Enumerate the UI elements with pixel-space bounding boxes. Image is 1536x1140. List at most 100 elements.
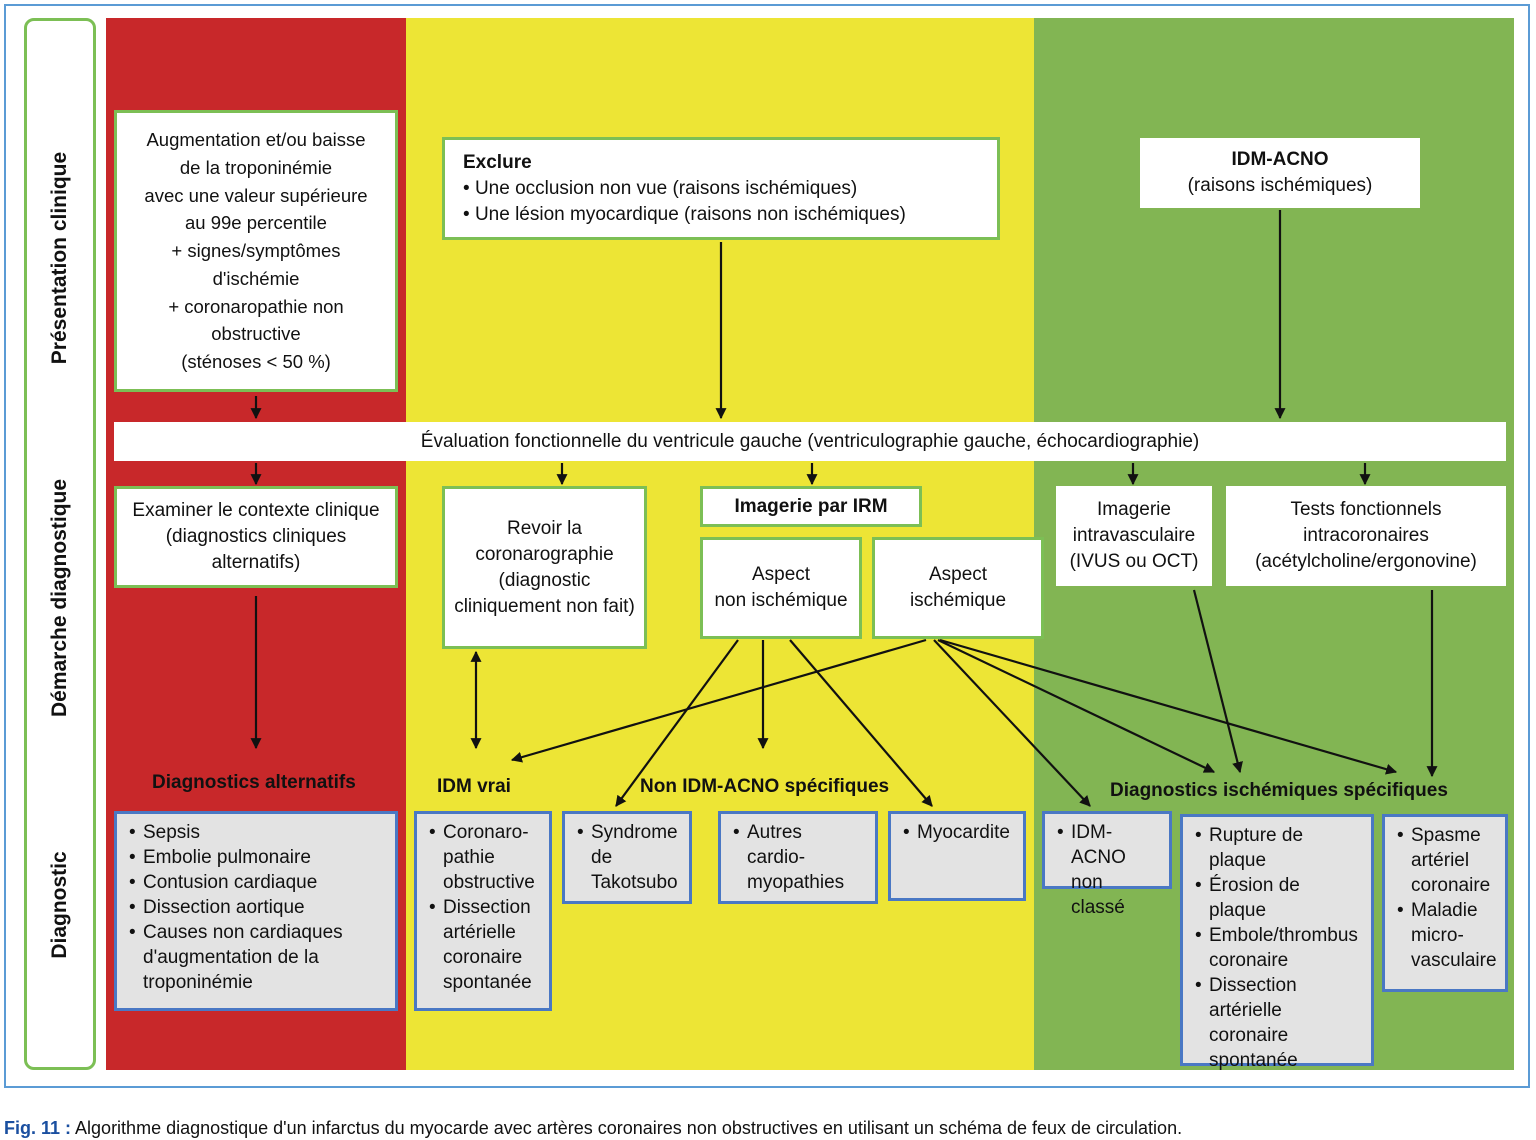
item-line: Spasme [1411, 825, 1481, 846]
heading-diagnostics-alternatifs: Diagnostics alternatifs [152, 772, 356, 793]
intravasculaire-box: Imagerie intravasculaire (IVUS ou OCT) [1056, 486, 1212, 586]
aspect-non-line: Aspect [751, 564, 811, 585]
contexte-line: Examiner le contexte clinique [132, 500, 380, 521]
contexte-line: alternatifs) [211, 552, 301, 573]
item-line: de [591, 847, 613, 868]
item-line: coronaire [1411, 875, 1491, 896]
arrow [933, 639, 1091, 807]
item-line: pathie [443, 847, 495, 868]
item-line: non classé [1071, 872, 1125, 918]
arrow [939, 638, 1398, 775]
item-line: Dissection [443, 897, 531, 918]
aspect-ischemique-box: Aspect ischémique [872, 537, 1044, 639]
list-item: Embolie pulmonaire [129, 845, 385, 870]
item-line: Érosion de [1209, 875, 1300, 896]
item-line: myopathies [747, 872, 845, 893]
item-line: IDM-ACNO [1071, 822, 1126, 868]
item-line: Takotsubo [591, 872, 678, 893]
irm-label: Imagerie par IRM [734, 495, 888, 517]
revoir-line: Revoir la [507, 517, 582, 539]
intravasc-line: Imagerie [1097, 499, 1171, 520]
exclure-title: Exclure [463, 151, 532, 173]
exclure-item: • Une lésion myocardique (raisons non is… [463, 203, 906, 225]
exclure-box: Exclure • Une occlusion non vue (raisons… [442, 137, 1000, 240]
item-line: obstructive [443, 872, 535, 893]
list-item: Dissection artérielle coronaire spontanée [429, 895, 539, 995]
tests-line: intracoronaires [1303, 525, 1429, 546]
item-line: spontanée [443, 972, 532, 993]
revoir-line: (diagnostic [498, 569, 591, 591]
item-line: coronaire [1209, 950, 1289, 971]
exclure-item: • Une occlusion non vue (raisons ischémi… [463, 177, 858, 199]
irm-box: Imagerie par IRM [700, 486, 922, 527]
list-item: Contusion cardiaque [129, 870, 385, 895]
criteria-box: Augmentation et/ou baisse de la troponin… [114, 110, 398, 392]
heading-idm-vrai: IDM vrai [437, 776, 511, 797]
idm-acno-title: IDM-ACNO [1231, 149, 1329, 170]
item-line: Myocardite [917, 822, 1010, 843]
item-line: coronaire [1209, 1025, 1289, 1046]
idm-acno-subtitle: (raisons ischémiques) [1187, 175, 1373, 196]
item-line: troponinémie [143, 972, 253, 993]
diag-box-alternatifs: Sepsis Embolie pulmonaire Contusion card… [114, 811, 398, 1011]
intravasc-line: intravasculaire [1072, 525, 1196, 546]
list-item: Sepsis [129, 820, 385, 845]
item-line: Dissection aortique [143, 897, 305, 918]
list-item: Myocardite [903, 820, 1013, 845]
idm-acno-box: IDM-ACNO (raisons ischémiques) [1140, 138, 1420, 208]
item-line: plaque [1209, 900, 1267, 921]
item-line: Contusion cardiaque [143, 872, 318, 893]
item-line: Embole/thrombus [1209, 925, 1358, 946]
criteria-line: d'ischémie [212, 267, 300, 289]
criteria-line: de la troponinémie [179, 156, 333, 178]
revoir-line: cliniquement non fait) [454, 595, 635, 617]
list-item: Érosion de plaque [1195, 873, 1361, 923]
criteria-line: avec une valeur supérieure [144, 184, 368, 206]
caption-text: Algorithme diagnostique d'un infarctus d… [71, 1118, 1183, 1138]
aspect-isch-line: ischémique [909, 590, 1007, 611]
item-line: Syndrome [591, 822, 678, 843]
evaluation-bar: Évaluation fonctionnelle du ventricule g… [114, 422, 1506, 461]
revoir-box: Revoir la coronarographie (diagnostic cl… [442, 486, 647, 649]
figure-caption: Fig. 11 : Algorithme diagnostique d'un i… [4, 1118, 1182, 1139]
arrow [615, 639, 739, 807]
evaluation-text: Évaluation fonctionnelle du ventricule g… [420, 430, 1200, 452]
exclure-item-text: Une occlusion non vue (raisons ischémiqu… [474, 177, 858, 199]
item-line: micro- [1411, 925, 1464, 946]
item-line: artérielle [1209, 1000, 1282, 1021]
item-line: plaque [1209, 850, 1267, 871]
side-panel [24, 18, 96, 1070]
item-line: artérielle [443, 922, 516, 943]
arrow [789, 639, 933, 807]
arrow [1192, 589, 1243, 774]
criteria-line: (sténoses < 50 %) [181, 351, 331, 373]
item-line: Maladie [1411, 900, 1478, 921]
diag-box-myocardite: Myocardite [888, 811, 1026, 901]
arrow [510, 638, 927, 763]
aspect-isch-line: Aspect [928, 564, 988, 585]
item-line: vasculaire [1411, 950, 1497, 971]
arrow [937, 639, 1215, 773]
item-line: Sepsis [143, 822, 201, 843]
exclure-item-text: Une lésion myocardique (raisons non isch… [474, 203, 906, 225]
aspect-non-line: non ischémique [714, 590, 848, 611]
item-line: Dissection [1209, 975, 1297, 996]
item-line: coronaire [443, 947, 523, 968]
item-line: Autres [747, 822, 802, 843]
list-item: Dissection aortique [129, 895, 385, 920]
item-line: Causes non cardiaques [143, 922, 343, 943]
